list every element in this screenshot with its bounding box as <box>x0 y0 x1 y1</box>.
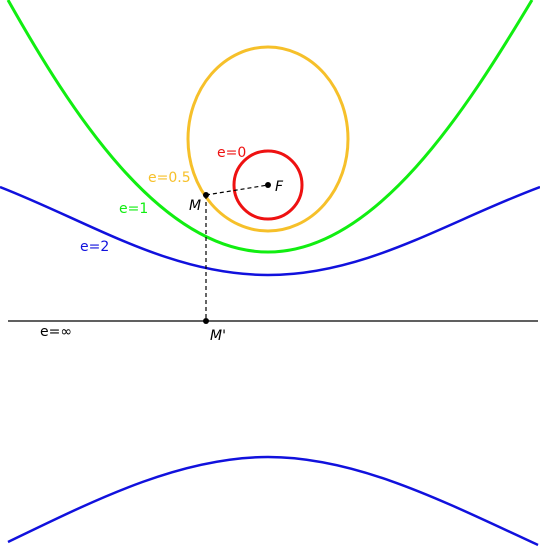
label-point-m-prime: M' <box>210 328 226 344</box>
label-e0: e=0 <box>217 145 246 161</box>
label-point-m: M <box>189 198 201 214</box>
ellipse <box>186 45 350 233</box>
label-e1: e=1 <box>119 201 148 217</box>
point-m-prime <box>203 318 209 324</box>
point-m <box>203 192 209 198</box>
circle <box>232 149 304 221</box>
segment-m-to-focus <box>205 184 269 196</box>
parabola <box>6 0 534 254</box>
hyperbola-upper-branch <box>0 185 540 277</box>
label-e2: e=2 <box>80 239 109 255</box>
label-e05: e=0.5 <box>148 170 191 186</box>
label-einf: e=∞ <box>40 324 72 340</box>
hyperbola-lower-branch <box>7 455 539 547</box>
focus-point <box>265 182 271 188</box>
label-focus: F <box>275 179 284 195</box>
